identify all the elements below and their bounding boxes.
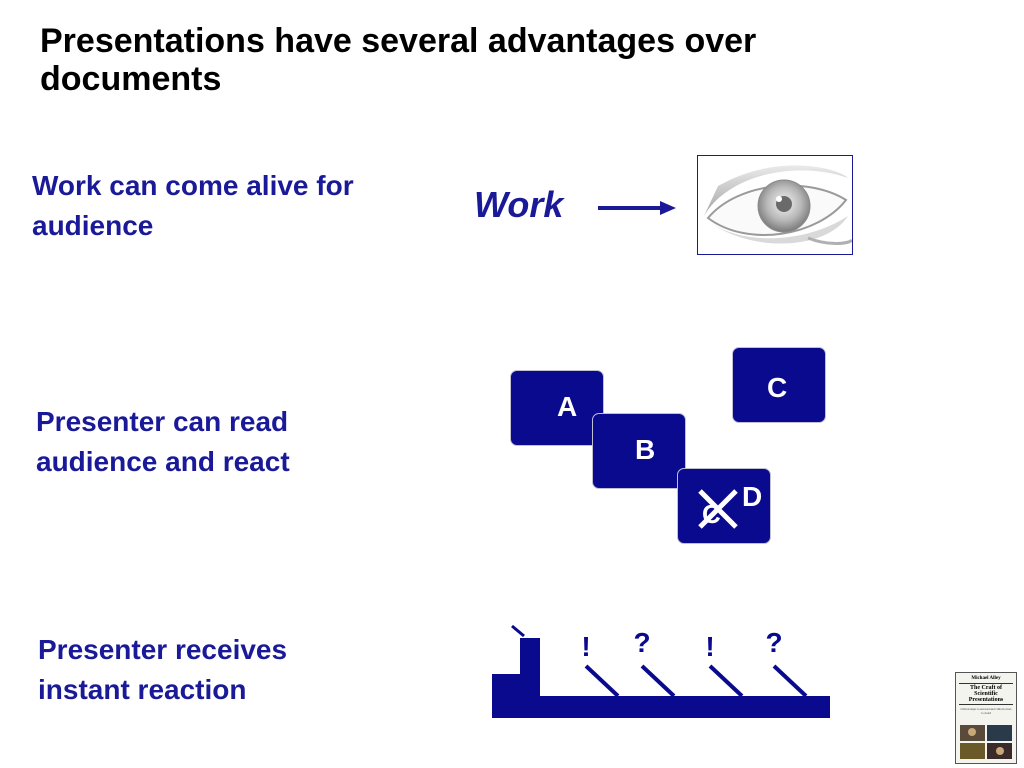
- box-c: C: [732, 347, 826, 423]
- reaction-mark: !: [705, 631, 714, 662]
- audience-floor: [540, 696, 830, 718]
- box-c-label: C: [767, 372, 788, 403]
- book-author: Michael Alley: [971, 676, 1001, 681]
- stage-reaction-diagram: !?!?: [492, 624, 830, 718]
- right-arrow-icon: [598, 201, 676, 215]
- audience-member: [640, 664, 676, 698]
- book-subtitle: Critical steps to succeed and critical e…: [960, 707, 1012, 715]
- work-label: Work: [474, 184, 564, 225]
- audience-group: !?!?: [581, 627, 808, 698]
- box-d-label: D: [742, 481, 763, 512]
- audience-member: [708, 664, 744, 698]
- box-b: B: [592, 413, 686, 489]
- book-title: The Craft of Scientific Presentations: [959, 683, 1013, 705]
- reaction-mark: ?: [765, 627, 782, 658]
- box-a: A: [510, 370, 604, 446]
- point-instant-reaction: Presenter receives instant reaction: [38, 634, 288, 705]
- point-work-alive: Work can come alive for audience: [32, 170, 354, 241]
- reaction-mark: ?: [633, 627, 650, 658]
- cross-out-icon: [698, 489, 738, 529]
- eye-image: [697, 155, 854, 255]
- book-cover: Michael Alley The Craft of Scientific Pr…: [955, 672, 1017, 764]
- point-read-audience: Presenter can read audience and react: [36, 406, 290, 477]
- box-b-label: B: [635, 434, 656, 465]
- box-a-label: A: [557, 391, 578, 422]
- box-d: C D: [677, 468, 771, 544]
- presenter-podium: [520, 638, 540, 718]
- slide-title: Presentations have several advantages ov…: [40, 22, 757, 98]
- audience-member: [584, 664, 620, 698]
- eye-icon: [704, 165, 854, 245]
- audience-member: [772, 664, 808, 698]
- reaction-mark: !: [581, 631, 590, 662]
- presenter-head-line: [511, 624, 525, 638]
- book-photos-image: [960, 725, 1012, 759]
